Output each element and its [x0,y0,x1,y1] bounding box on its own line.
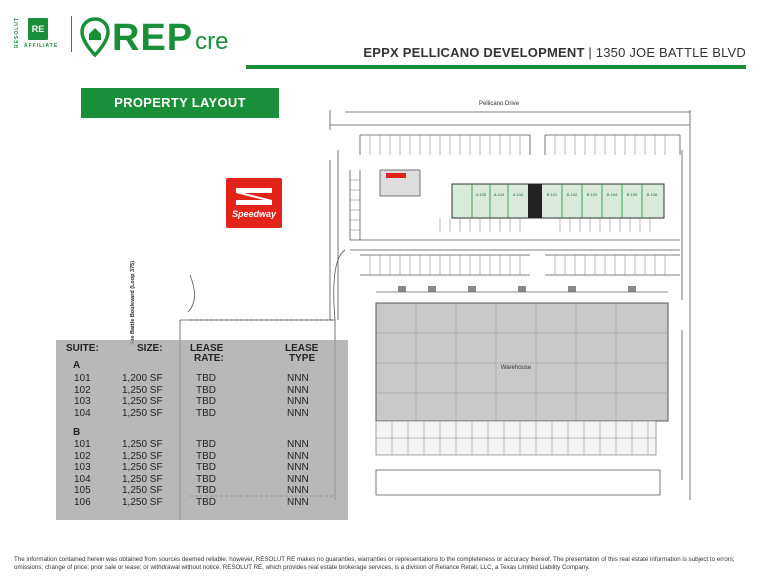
warehouse-label: Warehouse [501,365,532,371]
table-cell-type: NNN [287,485,309,496]
map-pin-icon [80,17,110,57]
col-header-lease-rate-1: LEASE [190,343,224,354]
table-cell-suite: 102 [74,384,91,396]
page-title-address: 1350 JOE BATTLE BLVD [595,45,746,60]
unit-label: A 103 [494,192,505,197]
table-cell-suite: 103 [74,462,91,473]
table-cell-rate: TBD [196,396,216,407]
repcre-logo-main: REP [112,17,194,59]
table-cell-rate: TBD [196,473,216,485]
speedway-logo-box [226,178,282,228]
unit-label: B 106 [647,192,658,197]
resolut-logo-affiliate: AFFILIATE [24,43,59,49]
page-title: EPPX PELLICANO DEVELOPMENT | 1350 JOE BA… [363,45,746,60]
table-cell-suite: 105 [74,485,91,496]
disclaimer: The information contained herein was obt… [14,556,735,571]
unit-label: B 104 [607,192,618,197]
table-cell-size: 1,250 SF [122,439,163,450]
speedway-logo-text: Speedway [231,209,277,219]
table-cell-size: 1,250 SF [122,407,163,419]
col-header-suite: SUITE: [66,343,99,354]
logo-divider [71,16,72,52]
table-cell-type: NNN [287,407,309,419]
table-cell-type: NNN [287,384,309,396]
group-a-label: A [73,360,81,371]
table-cell-suite: 104 [74,407,91,419]
table-cell-rate: TBD [196,407,216,419]
resolut-logo-box: RE [28,18,48,40]
col-header-lease-rate-2: RATE: [194,353,224,364]
table-cell-type: NNN [287,462,309,473]
repcre-logo-suffix: cre [195,28,229,55]
table-cell-rate: TBD [196,496,216,508]
unit-label: B 105 [627,192,638,197]
table-cell-suite: 102 [74,450,91,462]
unit-label: A 104 [513,192,524,197]
table-cell-rate: TBD [196,384,216,396]
repcre-logo: REP cre [80,13,228,57]
table-cell-type: NNN [287,496,309,508]
table-cell-type: NNN [287,373,309,384]
page-title-separator: | [588,45,592,60]
col-header-lease-type-2: TYPE [289,353,316,364]
table-cell-rate: TBD [196,485,216,496]
table-cell-suite: 106 [74,496,91,508]
section-banner: PROPERTY LAYOUT [81,88,279,118]
table-cell-suite: 101 [74,439,91,450]
table-cell-type: NNN [287,473,309,485]
table-cell-size: 1,250 SF [122,450,163,462]
unit-label: B 102 [567,192,578,197]
table-cell-suite: 103 [74,396,91,407]
group-b-label: B [73,427,81,438]
unit-label: B 103 [587,192,598,197]
page-title-project: EPPX PELLICANO DEVELOPMENT [363,45,585,60]
table-cell-size: 1,250 SF [122,473,163,485]
title-underline [246,65,746,69]
table-cell-size: 1,200 SF [122,373,163,384]
table-cell-rate: TBD [196,462,216,473]
speedway-s-icon [236,188,272,205]
suite-table-panel [56,340,348,520]
table-cell-type: NNN [287,396,309,407]
table-cell-type: NNN [287,450,309,462]
table-cell-suite: 104 [74,473,91,485]
unit-label: A 105 [476,192,487,197]
street-label-joe-battle: Joe Battle Boulevard (Loop 375) [130,261,136,345]
table-cell-type: NNN [287,439,309,450]
unit-label: B 101 [547,192,558,197]
table-cell-size: 1,250 SF [122,496,163,508]
table-cell-rate: TBD [196,373,216,384]
col-header-size: SIZE: [137,343,163,354]
table-cell-rate: TBD [196,439,216,450]
table-cell-size: 1,250 SF [122,485,163,496]
table-cell-size: 1,250 SF [122,396,163,407]
table-cell-size: 1,250 SF [122,384,163,396]
table-cell-suite: 101 [74,373,91,384]
speedway-logo: Speedway [226,178,282,228]
col-header-lease-type-1: LEASE [285,343,319,354]
street-label-pellicano: Pellicano Drive [479,101,520,107]
resolut-logo: RESOLUT RE AFFILIATE [14,15,64,51]
table-cell-rate: TBD [196,450,216,462]
table-cell-size: 1,250 SF [122,462,163,473]
